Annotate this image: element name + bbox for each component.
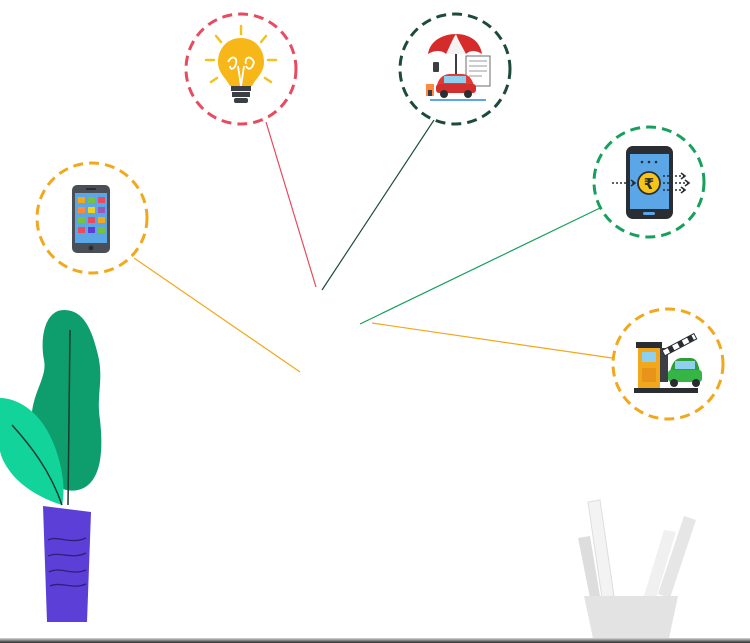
service-upi-payment[interactable]: ₹ xyxy=(592,125,706,239)
faded-pot-icon xyxy=(578,499,696,643)
connector-mobile xyxy=(133,257,301,373)
service-mobile-recharge[interactable] xyxy=(35,161,149,275)
umbrella-insurance-icon xyxy=(426,34,491,101)
connector-upi xyxy=(359,207,601,325)
service-fastag-toll[interactable] xyxy=(611,307,725,421)
connector-toll xyxy=(371,322,613,359)
toll-booth-car-icon xyxy=(634,332,702,393)
rupee-transfer-phone-icon: ₹ xyxy=(612,146,691,219)
rupee-symbol: ₹ xyxy=(644,175,654,193)
connector-electricity xyxy=(265,121,317,288)
lightbulb-icon xyxy=(204,24,278,103)
bottom-edge-bar xyxy=(0,638,750,643)
service-electricity-bill[interactable] xyxy=(184,12,298,126)
service-insurance[interactable] xyxy=(398,12,512,126)
connector-lines xyxy=(133,119,613,373)
potted-plant-icon xyxy=(0,310,102,622)
connector-insurance xyxy=(321,119,435,291)
smartphone-icon xyxy=(72,185,110,253)
